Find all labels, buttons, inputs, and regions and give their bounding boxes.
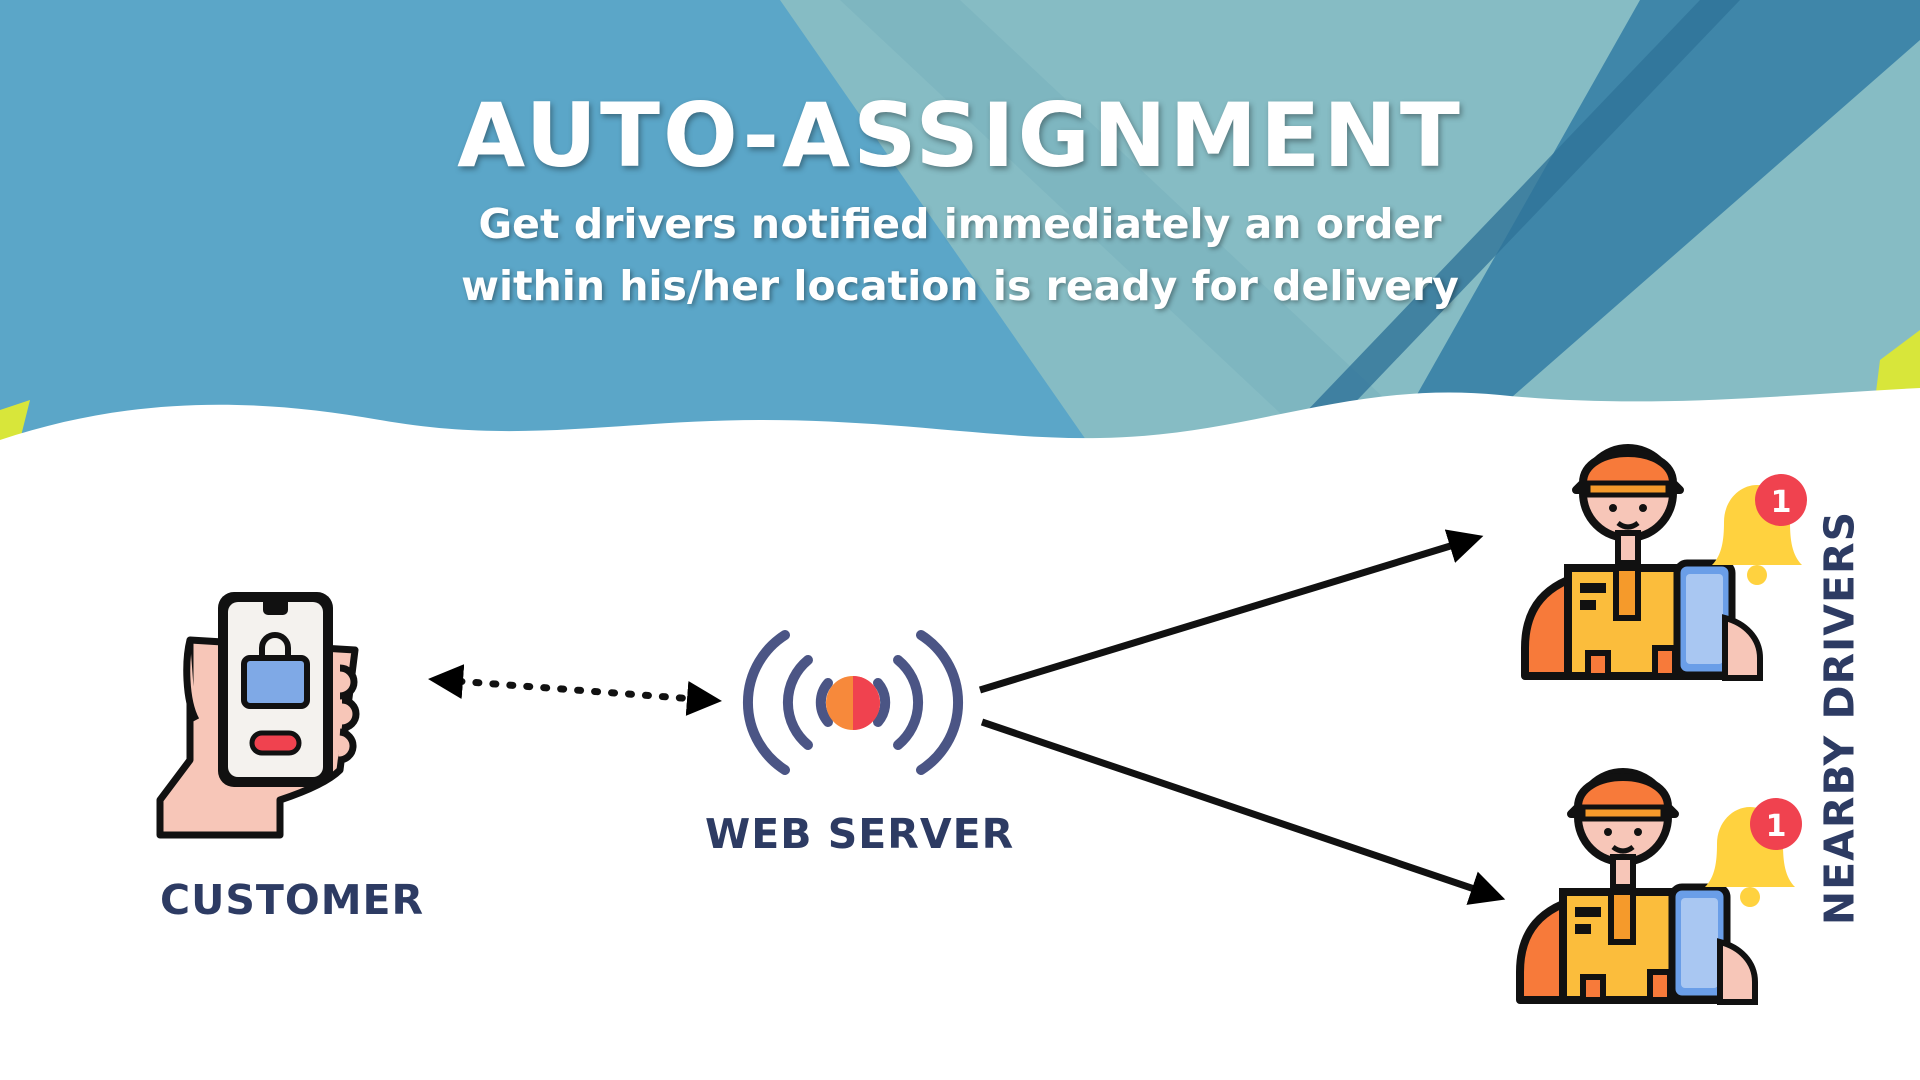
svg-text:1: 1 (1771, 485, 1792, 520)
server-to-driver-2-arrow (982, 722, 1492, 895)
customer-server-link (442, 680, 708, 700)
web-server-label: WEB SERVER (705, 814, 1005, 855)
notification-badge: 1 (1755, 474, 1807, 526)
server-to-driver-1-arrow (980, 540, 1470, 690)
smartphone-shopping-hand-icon (160, 592, 356, 835)
nearby-drivers-label: NEARBY DRIVERS (1820, 511, 1861, 925)
svg-text:1: 1 (1766, 809, 1787, 844)
notification-badge: 1 (1750, 798, 1802, 850)
customer-label: CUSTOMER (160, 880, 420, 921)
server-core-icon (826, 676, 880, 730)
